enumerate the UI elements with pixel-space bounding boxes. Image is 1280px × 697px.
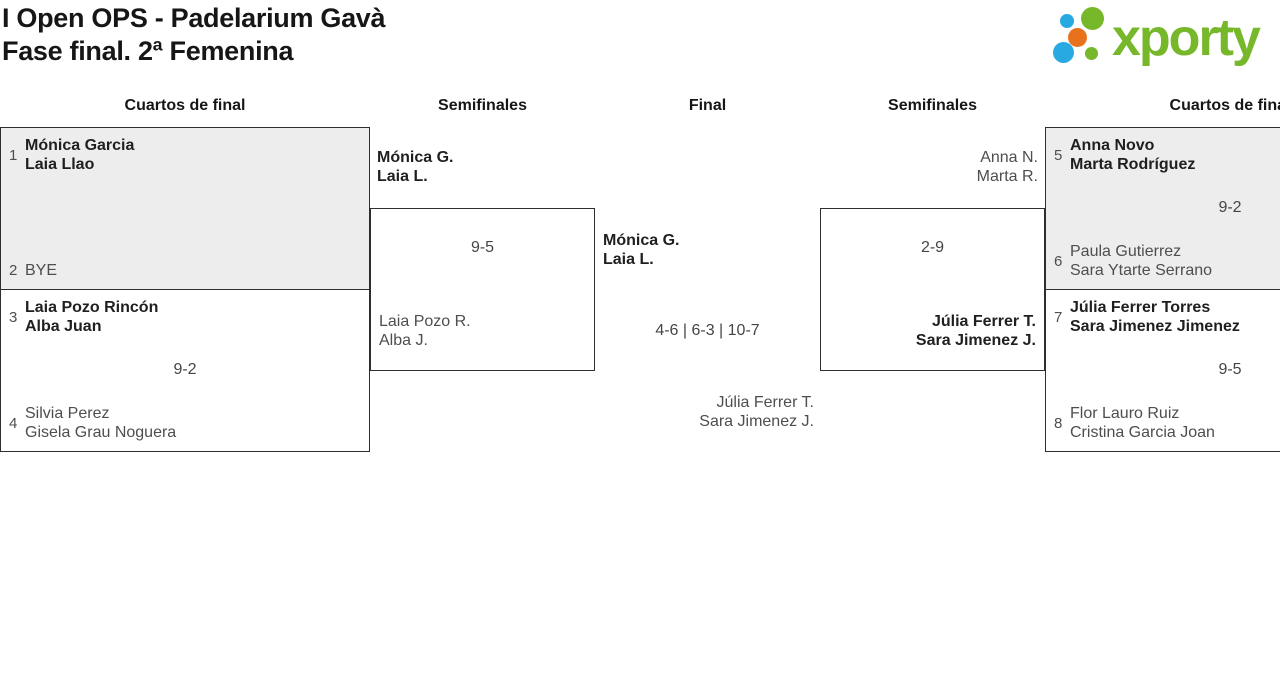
page-title: I Open OPS - Padelarium Gavà Fase final.… — [2, 2, 386, 68]
sf-left-team1-names: Mónica G. Laia L. — [377, 148, 453, 186]
player-name: Anna N. — [980, 149, 1038, 166]
player-name: Laia Pozo Rincón — [25, 299, 159, 316]
player-name: Júlia Ferrer T. — [716, 394, 814, 411]
round-header-semifinales-left: Semifinales — [438, 97, 527, 114]
player-name: Anna Novo — [1070, 137, 1155, 154]
player-name: Mónica Garcia — [25, 137, 135, 154]
team-row: 5 Anna Novo Marta Rodríguez — [1054, 136, 1280, 174]
match-sf-left[interactable]: 9-5 Laia Pozo R. Alba J. — [370, 208, 595, 371]
team-row: 4 Silvia Perez Gisela Grau Noguera — [9, 404, 361, 442]
team-row: 8 Flor Lauro Ruiz Cristina Garcia Joan — [1054, 404, 1280, 442]
team-names: BYE — [25, 261, 57, 280]
sf-right-team1-names: Anna N. Marta R. — [820, 148, 1038, 186]
team-names: Júlia Ferrer Torres Sara Jimenez Jimenez — [1070, 298, 1240, 336]
team-names: Laia Pozo Rincón Alba Juan — [25, 298, 158, 336]
logo-dot-orange-icon — [1068, 28, 1087, 47]
player-name: Cristina Garcia Joan — [1070, 424, 1215, 441]
sf-left-team2-names: Laia Pozo R. Alba J. — [379, 312, 471, 350]
player-name: Sara Jimenez Jimenez — [1070, 318, 1240, 335]
seed-number: 4 — [9, 414, 18, 432]
final-team2-names: Júlia Ferrer T. Sara Jimenez J. — [597, 393, 814, 431]
player-name: Marta Rodríguez — [1070, 156, 1196, 173]
match-score: 2-9 — [920, 239, 945, 256]
logo-dot-blue-small-icon — [1060, 14, 1074, 28]
xporty-logo: xporty — [1050, 5, 1280, 75]
logo-dot-green-small-icon — [1085, 47, 1098, 60]
player-name: Júlia Ferrer Torres — [1070, 299, 1211, 316]
player-name: Mónica G. — [377, 149, 454, 166]
player-name: Alba J. — [379, 332, 428, 349]
final-score: 4-6 | 6-3 | 10-7 — [655, 322, 760, 339]
seed-number: 8 — [1054, 414, 1063, 432]
player-name: Silvia Perez — [25, 405, 110, 422]
logo-dot-blue-large-icon — [1053, 42, 1074, 63]
round-header-final: Final — [688, 97, 727, 114]
team-names: Mónica Garcia Laia Llao — [25, 136, 134, 174]
team-names: Flor Lauro Ruiz Cristina Garcia Joan — [1070, 404, 1215, 442]
logo-dot-green-large-icon — [1081, 7, 1104, 30]
final-team1-names: Mónica G. Laia L. — [603, 231, 679, 269]
player-name: Alba Juan — [25, 318, 102, 335]
seed-number: 7 — [1054, 308, 1063, 326]
match-score: 9-5 — [1218, 360, 1242, 378]
match-qf-left-1[interactable]: 1 Mónica Garcia Laia Llao 2 BYE — [0, 127, 370, 290]
seed-number: 5 — [1054, 146, 1063, 164]
round-header-cuartos-left: Cuartos de final — [124, 97, 246, 114]
match-score: 9-5 — [470, 239, 495, 256]
player-name: Gisela Grau Noguera — [25, 424, 177, 441]
player-name: Marta R. — [976, 168, 1038, 185]
player-name: Laia L. — [603, 251, 654, 268]
player-name: Sara Jimenez J. — [915, 332, 1036, 349]
match-score: 9-2 — [173, 360, 197, 378]
team-names: Silvia Perez Gisela Grau Noguera — [25, 404, 176, 442]
match-qf-right-2[interactable]: 7 Júlia Ferrer Torres Sara Jimenez Jimen… — [1045, 289, 1280, 452]
player-name: Júlia Ferrer T. — [931, 313, 1036, 330]
team-names: Anna Novo Marta Rodríguez — [1070, 136, 1195, 174]
team-row: 7 Júlia Ferrer Torres Sara Jimenez Jimen… — [1054, 298, 1280, 336]
team-row: 1 Mónica Garcia Laia Llao — [9, 136, 361, 174]
team-row: 6 Paula Gutierrez Sara Ytarte Serrano — [1054, 242, 1280, 280]
match-sf-right[interactable]: 2-9 Júlia Ferrer T. Sara Jimenez J. — [820, 208, 1045, 371]
match-qf-right-1[interactable]: 5 Anna Novo Marta Rodríguez 9-2 6 Paula … — [1045, 127, 1280, 290]
phase-subtitle: Fase final. 2ª Femenina — [2, 36, 294, 66]
match-score: 9-2 — [1218, 198, 1242, 216]
player-name: Laia Llao — [25, 156, 95, 173]
seed-number: 3 — [9, 308, 18, 326]
seed-number: 1 — [9, 146, 18, 164]
team-row: 2 BYE — [9, 261, 361, 280]
xporty-logo-text: xporty — [1112, 9, 1261, 67]
team-row: 3 Laia Pozo Rincón Alba Juan — [9, 298, 361, 336]
round-header-semifinales-right: Semifinales — [888, 97, 977, 114]
player-name: Paula Gutierrez — [1070, 243, 1182, 260]
player-name: Sara Ytarte Serrano — [1070, 262, 1213, 279]
player-name: Mónica G. — [603, 232, 680, 249]
sf-right-team2-names: Júlia Ferrer T. Sara Jimenez J. — [916, 312, 1036, 350]
player-name: Sara Jimenez J. — [699, 413, 814, 430]
seed-number: 2 — [9, 262, 18, 279]
player-name: Flor Lauro Ruiz — [1070, 405, 1180, 422]
match-qf-left-2[interactable]: 3 Laia Pozo Rincón Alba Juan 9-2 4 Silvi… — [0, 289, 370, 452]
team-names: Paula Gutierrez Sara Ytarte Serrano — [1070, 242, 1212, 280]
tournament-title: I Open OPS - Padelarium Gavà — [2, 3, 386, 33]
round-header-cuartos-right: Cuartos de final — [1169, 97, 1280, 114]
seed-number: 6 — [1054, 252, 1063, 270]
player-name: Laia L. — [377, 168, 428, 185]
player-name: BYE — [25, 262, 58, 279]
player-name: Laia Pozo R. — [379, 313, 471, 330]
